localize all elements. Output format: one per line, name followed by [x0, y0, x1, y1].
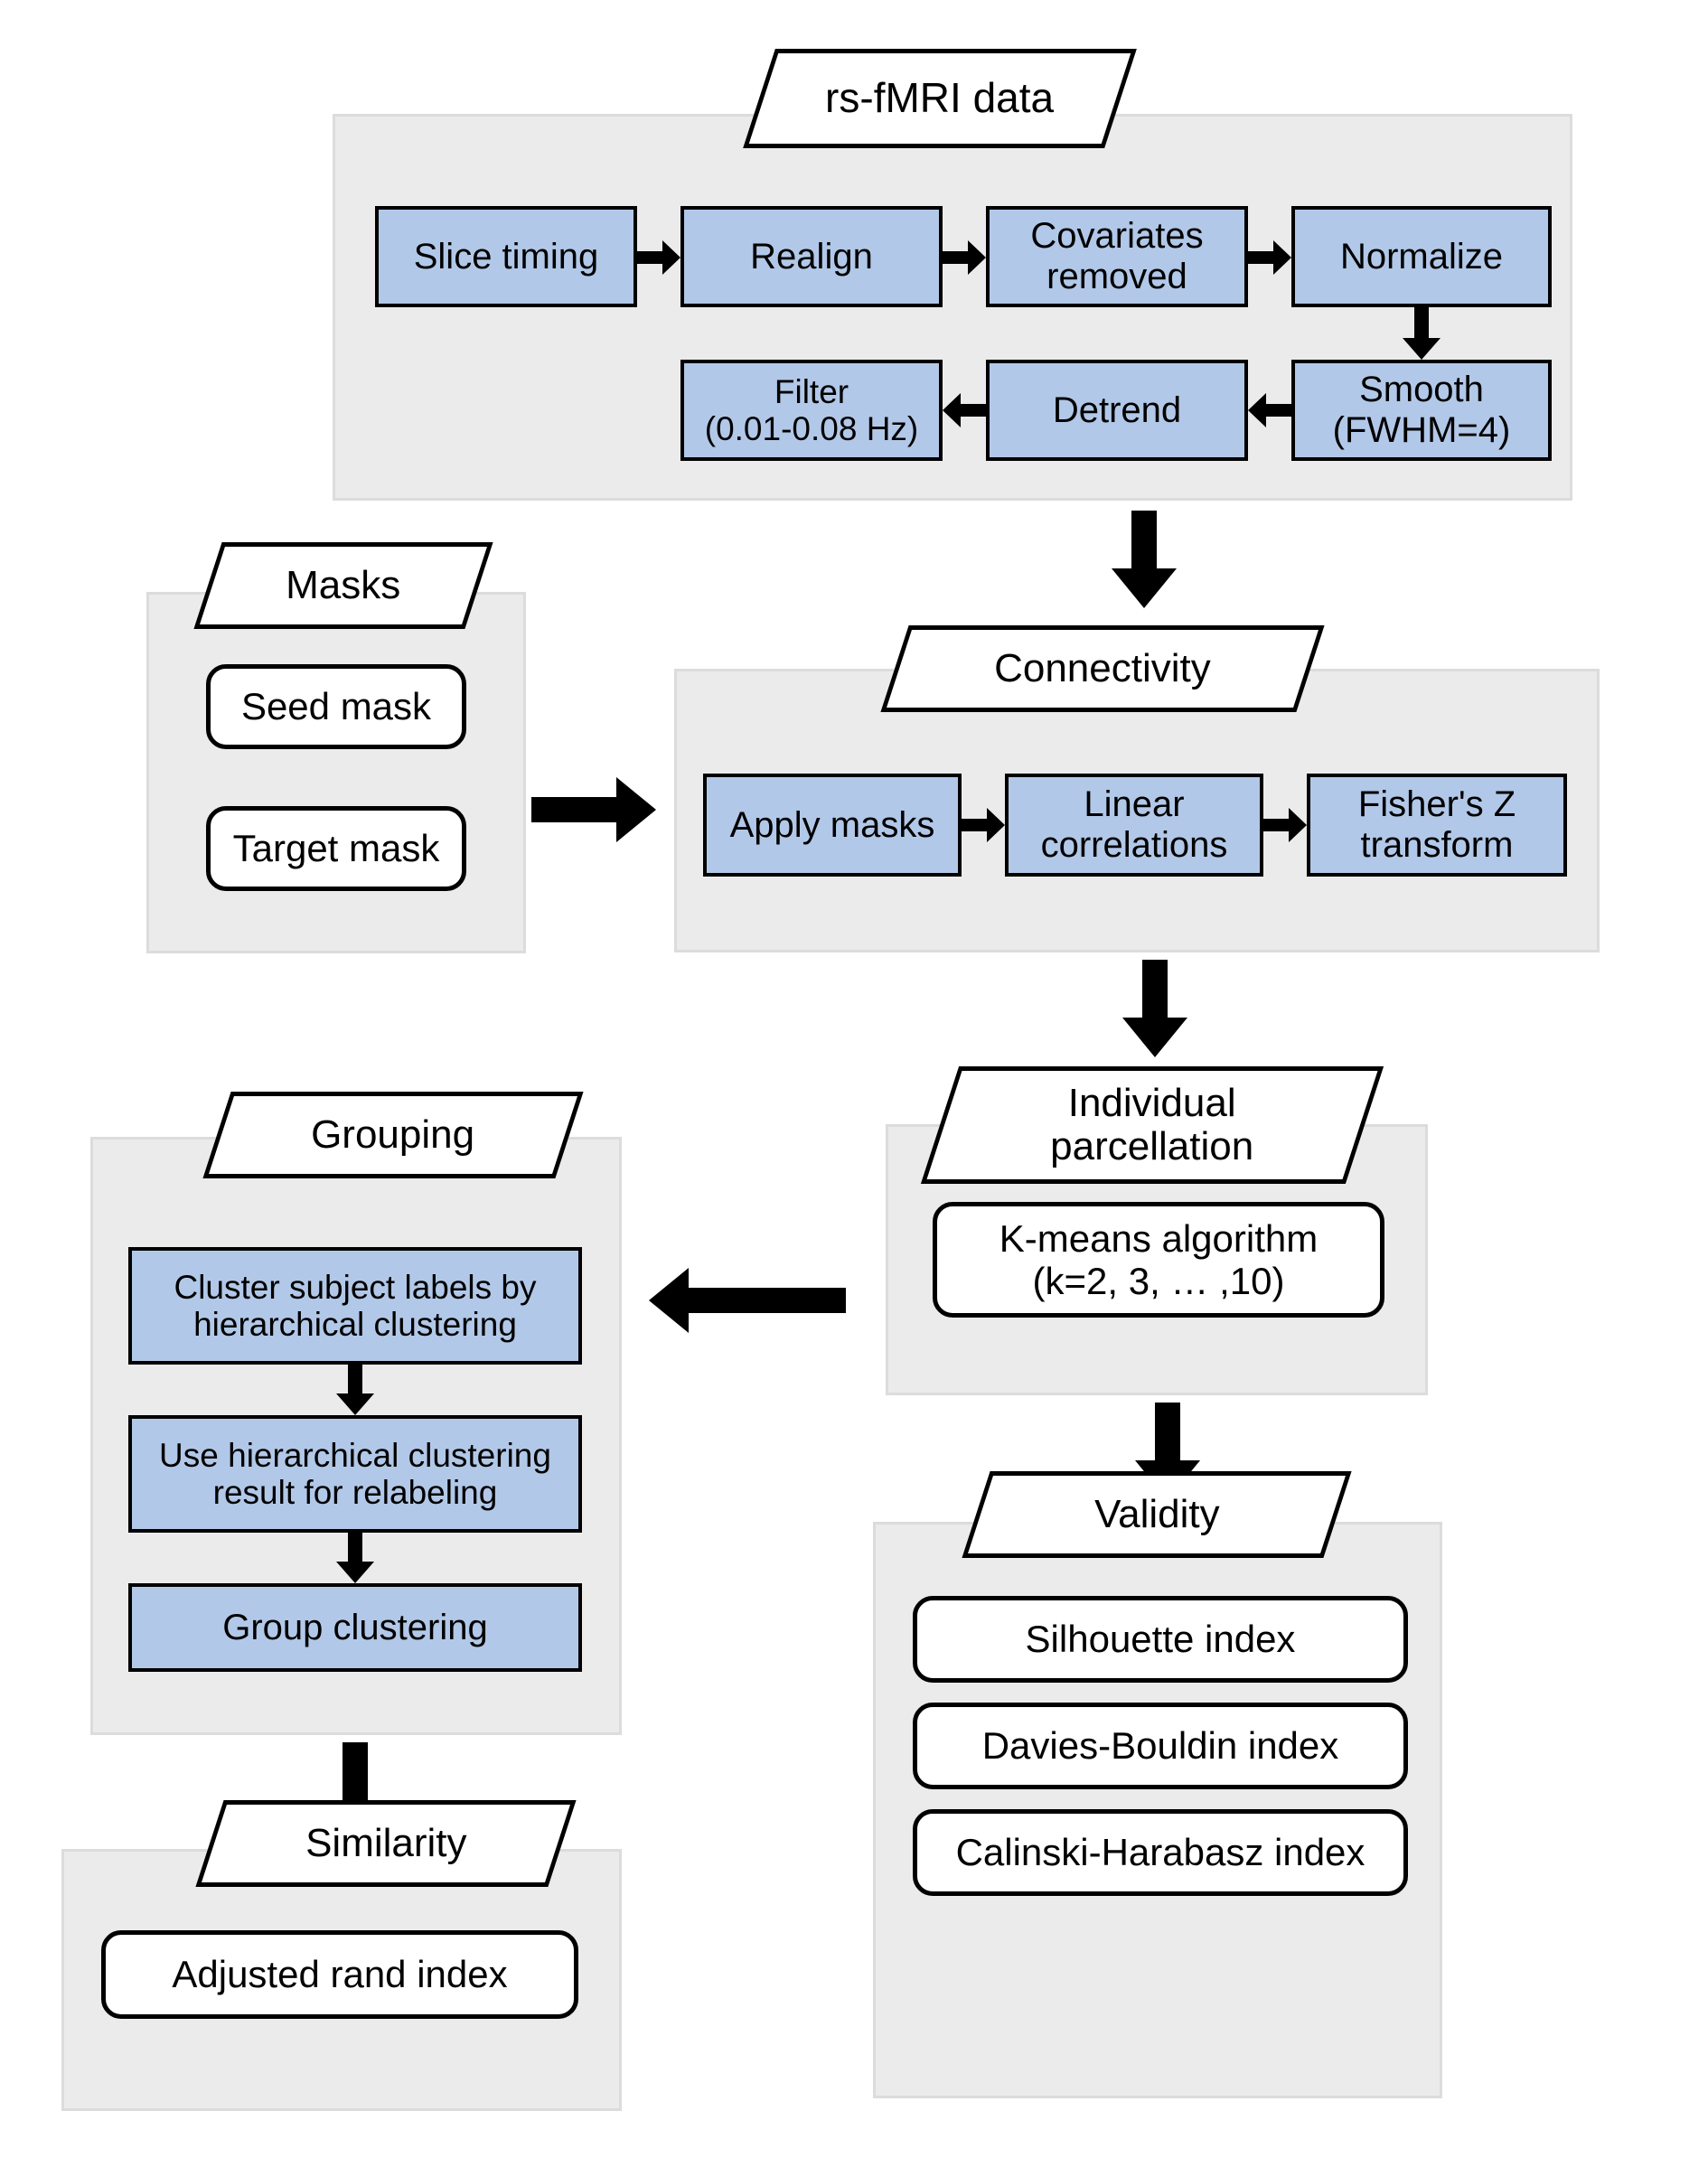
process-group-clustering[interactable]: Group clustering [128, 1583, 582, 1672]
process-apply-masks[interactable]: Apply masks [703, 774, 962, 877]
parcellation-item-kmeans[interactable]: K-means algorithm (k=2, 3, … ,10) [933, 1202, 1384, 1318]
arrow-linear-correlations-to-fisher-z [1263, 808, 1307, 842]
arrow-preprocessing-to-connectivity [1112, 511, 1177, 608]
banner-grouping-label: Grouping [311, 1112, 475, 1158]
arrow-smooth-to-detrend [1248, 393, 1291, 427]
validity-item-calinski-harabasz-index[interactable]: Calinski-Harabasz index [913, 1809, 1408, 1896]
process-smooth[interactable]: Smooth (FWHM=4) [1291, 360, 1552, 461]
process-fishers-z-transform[interactable]: Fisher's Z transform [1307, 774, 1567, 877]
process-linear-correlations[interactable]: Linear correlations [1005, 774, 1263, 877]
banner-validity-label: Validity [1093, 1492, 1220, 1537]
arrow-normalize-to-smooth [1403, 307, 1441, 360]
banner-masks: Masks [193, 542, 493, 629]
arrow-parcellation-to-grouping [649, 1268, 846, 1333]
process-realign[interactable]: Realign [680, 206, 943, 307]
arrow-detrend-to-filter [943, 393, 986, 427]
banner-rs-fmri-data: rs-fMRI data [743, 49, 1137, 148]
mask-item-target-mask[interactable]: Target mask [206, 806, 466, 891]
banner-validity: Validity [962, 1471, 1352, 1558]
banner-connectivity: Connectivity [880, 625, 1325, 712]
validity-item-silhouette-index[interactable]: Silhouette index [913, 1596, 1408, 1683]
arrow-slice-timing-to-realign [637, 240, 680, 275]
arrow-cluster-labels-to-relabeling [336, 1365, 374, 1415]
arrow-apply-masks-to-linear-correlations [962, 808, 1005, 842]
validity-item-davies-bouldin-index[interactable]: Davies-Bouldin index [913, 1703, 1408, 1789]
arrow-covariates-to-normalize [1248, 240, 1291, 275]
process-slice-timing[interactable]: Slice timing [375, 206, 637, 307]
similarity-item-adjusted-rand-index[interactable]: Adjusted rand index [101, 1930, 578, 2019]
banner-masks-label: Masks [286, 563, 401, 608]
process-use-hierarchical-result[interactable]: Use hierarchical clustering result for r… [128, 1415, 582, 1533]
process-cluster-subject-labels[interactable]: Cluster subject labels by hierarchical c… [128, 1247, 582, 1365]
panel-masks [146, 592, 526, 953]
banner-individual-parcellation-label: Individual parcellation [1050, 1081, 1254, 1168]
process-covariates-removed[interactable]: Covariates removed [986, 206, 1248, 307]
arrow-relabeling-to-group-clustering [336, 1533, 374, 1583]
arrow-connectivity-to-parcellation [1122, 960, 1187, 1057]
banner-rs-fmri-data-label: rs-fMRI data [825, 74, 1055, 122]
process-normalize[interactable]: Normalize [1291, 206, 1552, 307]
process-detrend[interactable]: Detrend [986, 360, 1248, 461]
arrow-realign-to-covariates [943, 240, 986, 275]
mask-item-seed-mask[interactable]: Seed mask [206, 664, 466, 749]
banner-similarity-label: Similarity [305, 1821, 467, 1866]
banner-connectivity-label: Connectivity [994, 646, 1211, 691]
arrow-masks-to-connectivity [531, 777, 656, 842]
banner-grouping: Grouping [202, 1092, 584, 1178]
process-filter[interactable]: Filter (0.01-0.08 Hz) [680, 360, 943, 461]
banner-similarity: Similarity [195, 1800, 577, 1887]
banner-individual-parcellation: Individual parcellation [920, 1066, 1384, 1184]
